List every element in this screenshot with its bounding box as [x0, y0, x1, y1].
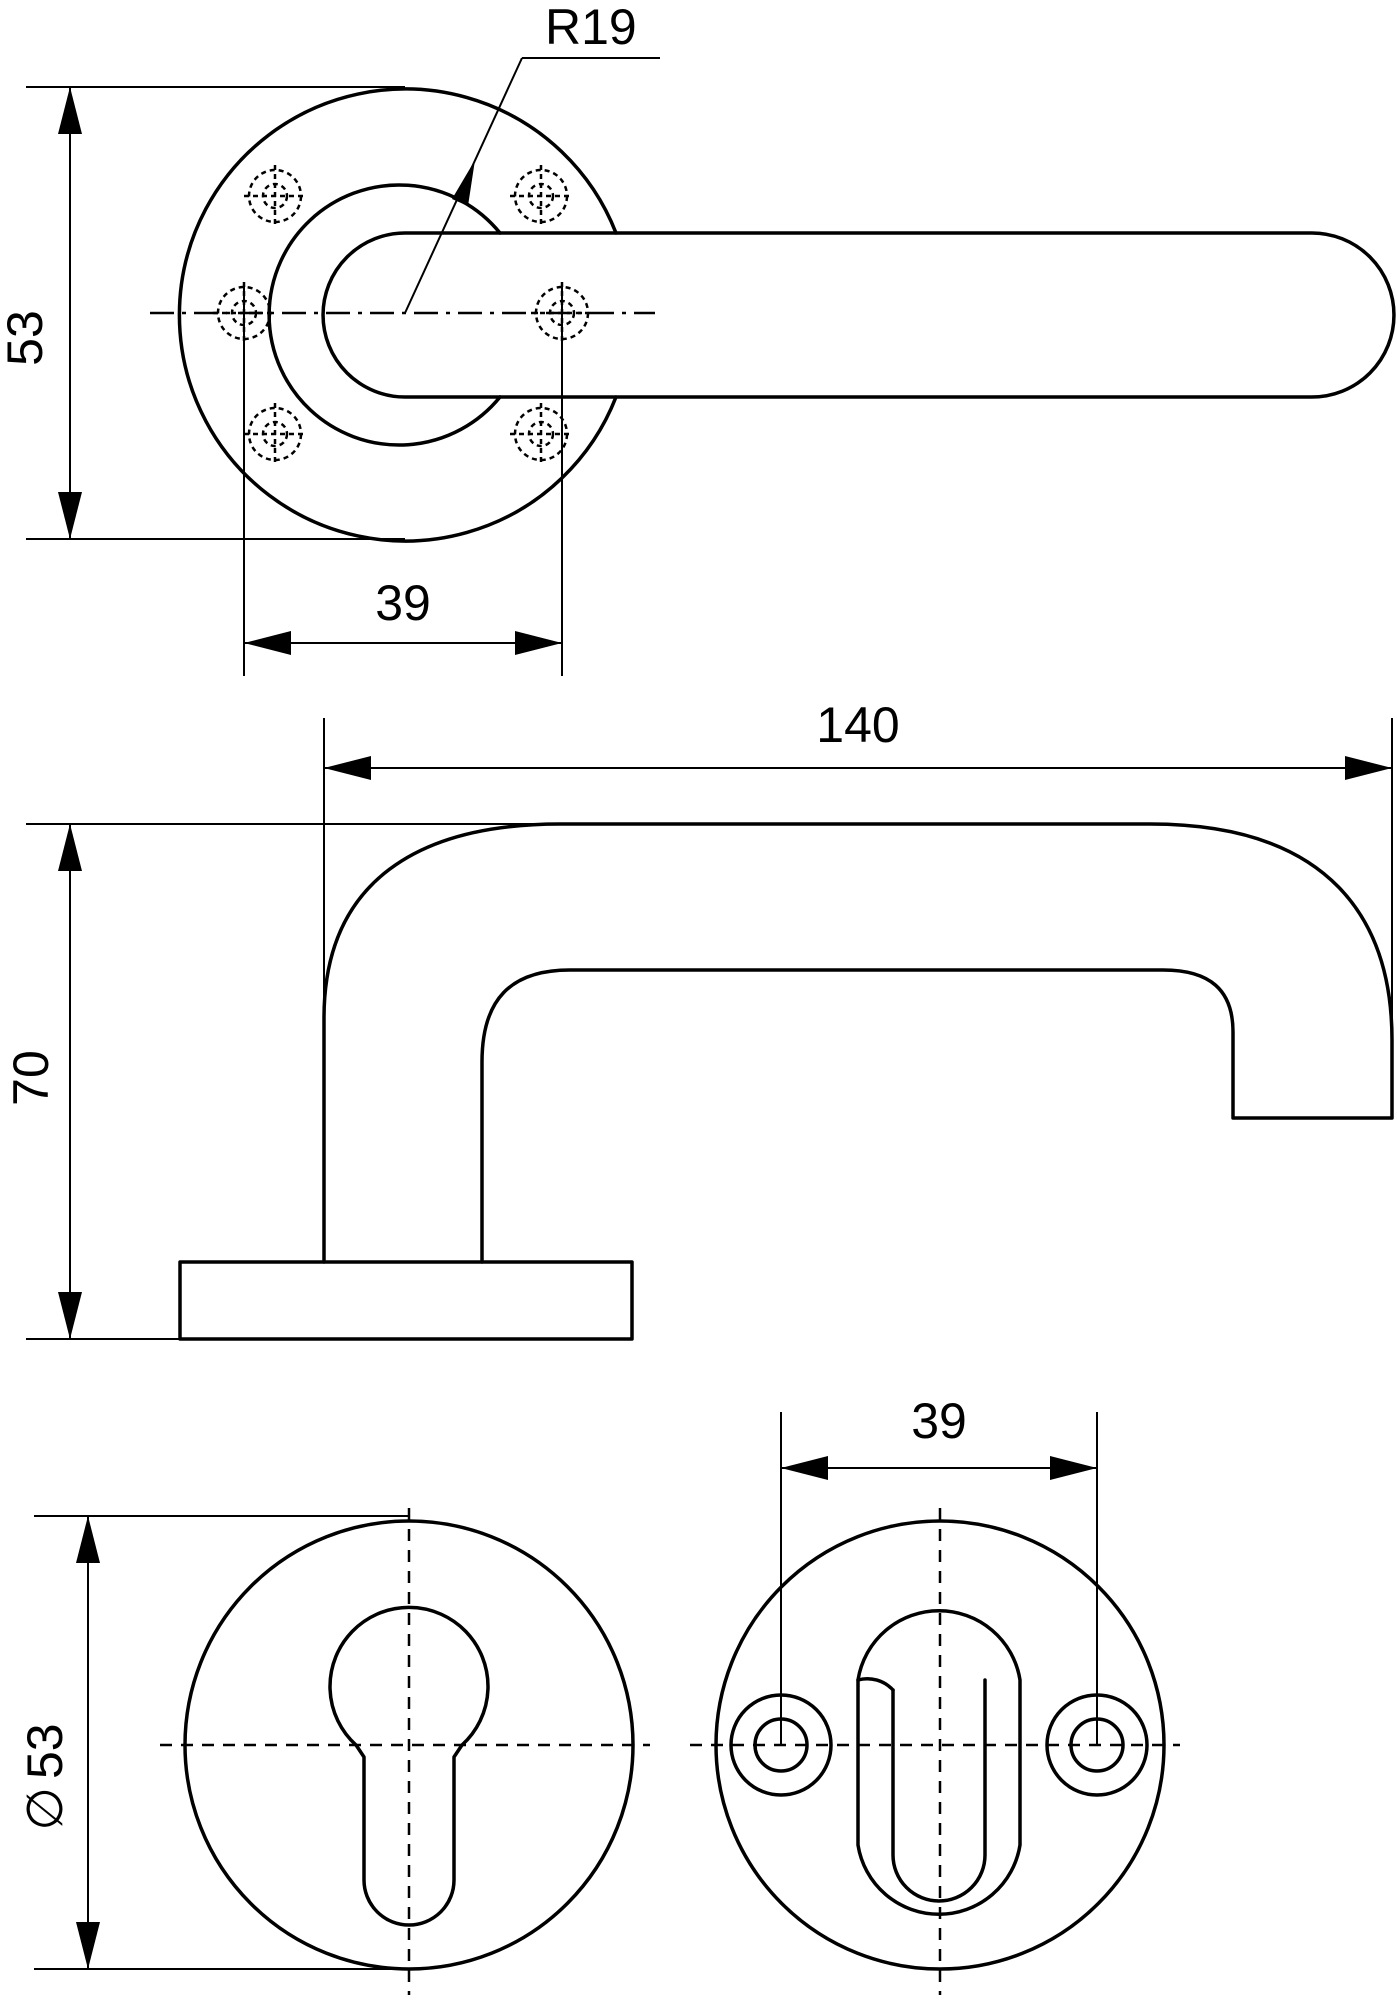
side-height-label: 70 — [3, 1050, 59, 1106]
escutcheon-right-keyhole-outer — [856, 1609, 1022, 1916]
escutcheon-left: ∅ 53 — [17, 1508, 650, 1995]
escutcheon-right-keyhole-inner — [891, 1678, 987, 1903]
diameter-symbol: ∅ — [17, 1787, 73, 1831]
side-lever-outline — [322, 822, 1394, 1264]
escutcheon-left-keyhole — [328, 1605, 490, 1927]
side-length-arrow-right — [1345, 756, 1392, 780]
escutcheon-right-keyhole-shoulder — [856, 1676, 895, 1692]
diameter-value: 53 — [17, 1723, 73, 1779]
diameter-arrow-up — [76, 1516, 100, 1563]
top-collar-circle — [267, 183, 502, 447]
rose-spacing-label: 39 — [911, 1393, 967, 1449]
side-view: 140 70 — [3, 697, 1394, 1341]
side-length-label: 140 — [816, 697, 899, 753]
radius-arrowhead — [452, 160, 475, 206]
top-height-arrow-up — [58, 87, 82, 134]
top-spacing-arrow-left — [244, 631, 291, 655]
top-rose-outline — [177, 87, 618, 543]
side-height-arrow-up — [58, 824, 82, 871]
top-height-label: 53 — [0, 310, 53, 366]
top-spacing-label: 39 — [375, 575, 431, 631]
rose-spacing-arrow-left — [781, 1456, 828, 1480]
side-height-arrow-down — [58, 1292, 82, 1339]
radius-label: R19 — [545, 0, 637, 55]
top-screw-holes — [213, 165, 593, 465]
top-lever-outline — [321, 231, 1396, 399]
top-view: R19 53 39 — [0, 0, 1396, 676]
top-spacing-arrow-right — [515, 631, 562, 655]
escutcheon-right: 39 — [690, 1393, 1180, 1995]
side-length-arrow-left — [324, 756, 371, 780]
diameter-label: ∅ 53 — [17, 1723, 73, 1830]
diameter-arrow-down — [76, 1922, 100, 1969]
top-height-arrow-down — [58, 492, 82, 539]
side-rose-plate — [178, 1260, 634, 1341]
rose-spacing-arrow-right — [1050, 1456, 1097, 1480]
